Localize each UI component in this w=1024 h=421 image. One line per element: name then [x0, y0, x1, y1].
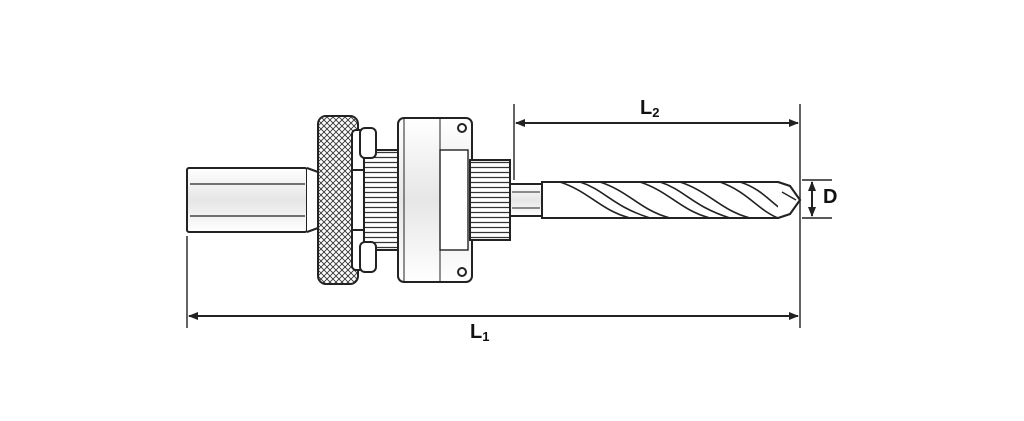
drill-shank — [509, 183, 543, 217]
extension-lines — [186, 104, 832, 328]
dimension-l2-letter: L — [640, 97, 653, 119]
adapter-body — [397, 117, 473, 283]
dimension-l2-subscript: 2 — [652, 105, 660, 120]
dimension-d-letter: D — [823, 186, 838, 208]
dimension-l1-subscript: 1 — [482, 329, 490, 344]
dimension-label-d: D — [823, 187, 837, 207]
dimension-l1-letter: L — [470, 321, 483, 343]
knurled-nut — [317, 115, 367, 285]
adapter-thread — [363, 149, 401, 251]
dimension-label-l1: L1 — [470, 321, 490, 344]
mandrel-thread — [469, 159, 511, 241]
dimension-label-l2: L2 — [640, 97, 660, 120]
hex-shank — [186, 167, 319, 233]
pilot-drill — [541, 181, 802, 219]
drive-pins — [359, 127, 377, 273]
